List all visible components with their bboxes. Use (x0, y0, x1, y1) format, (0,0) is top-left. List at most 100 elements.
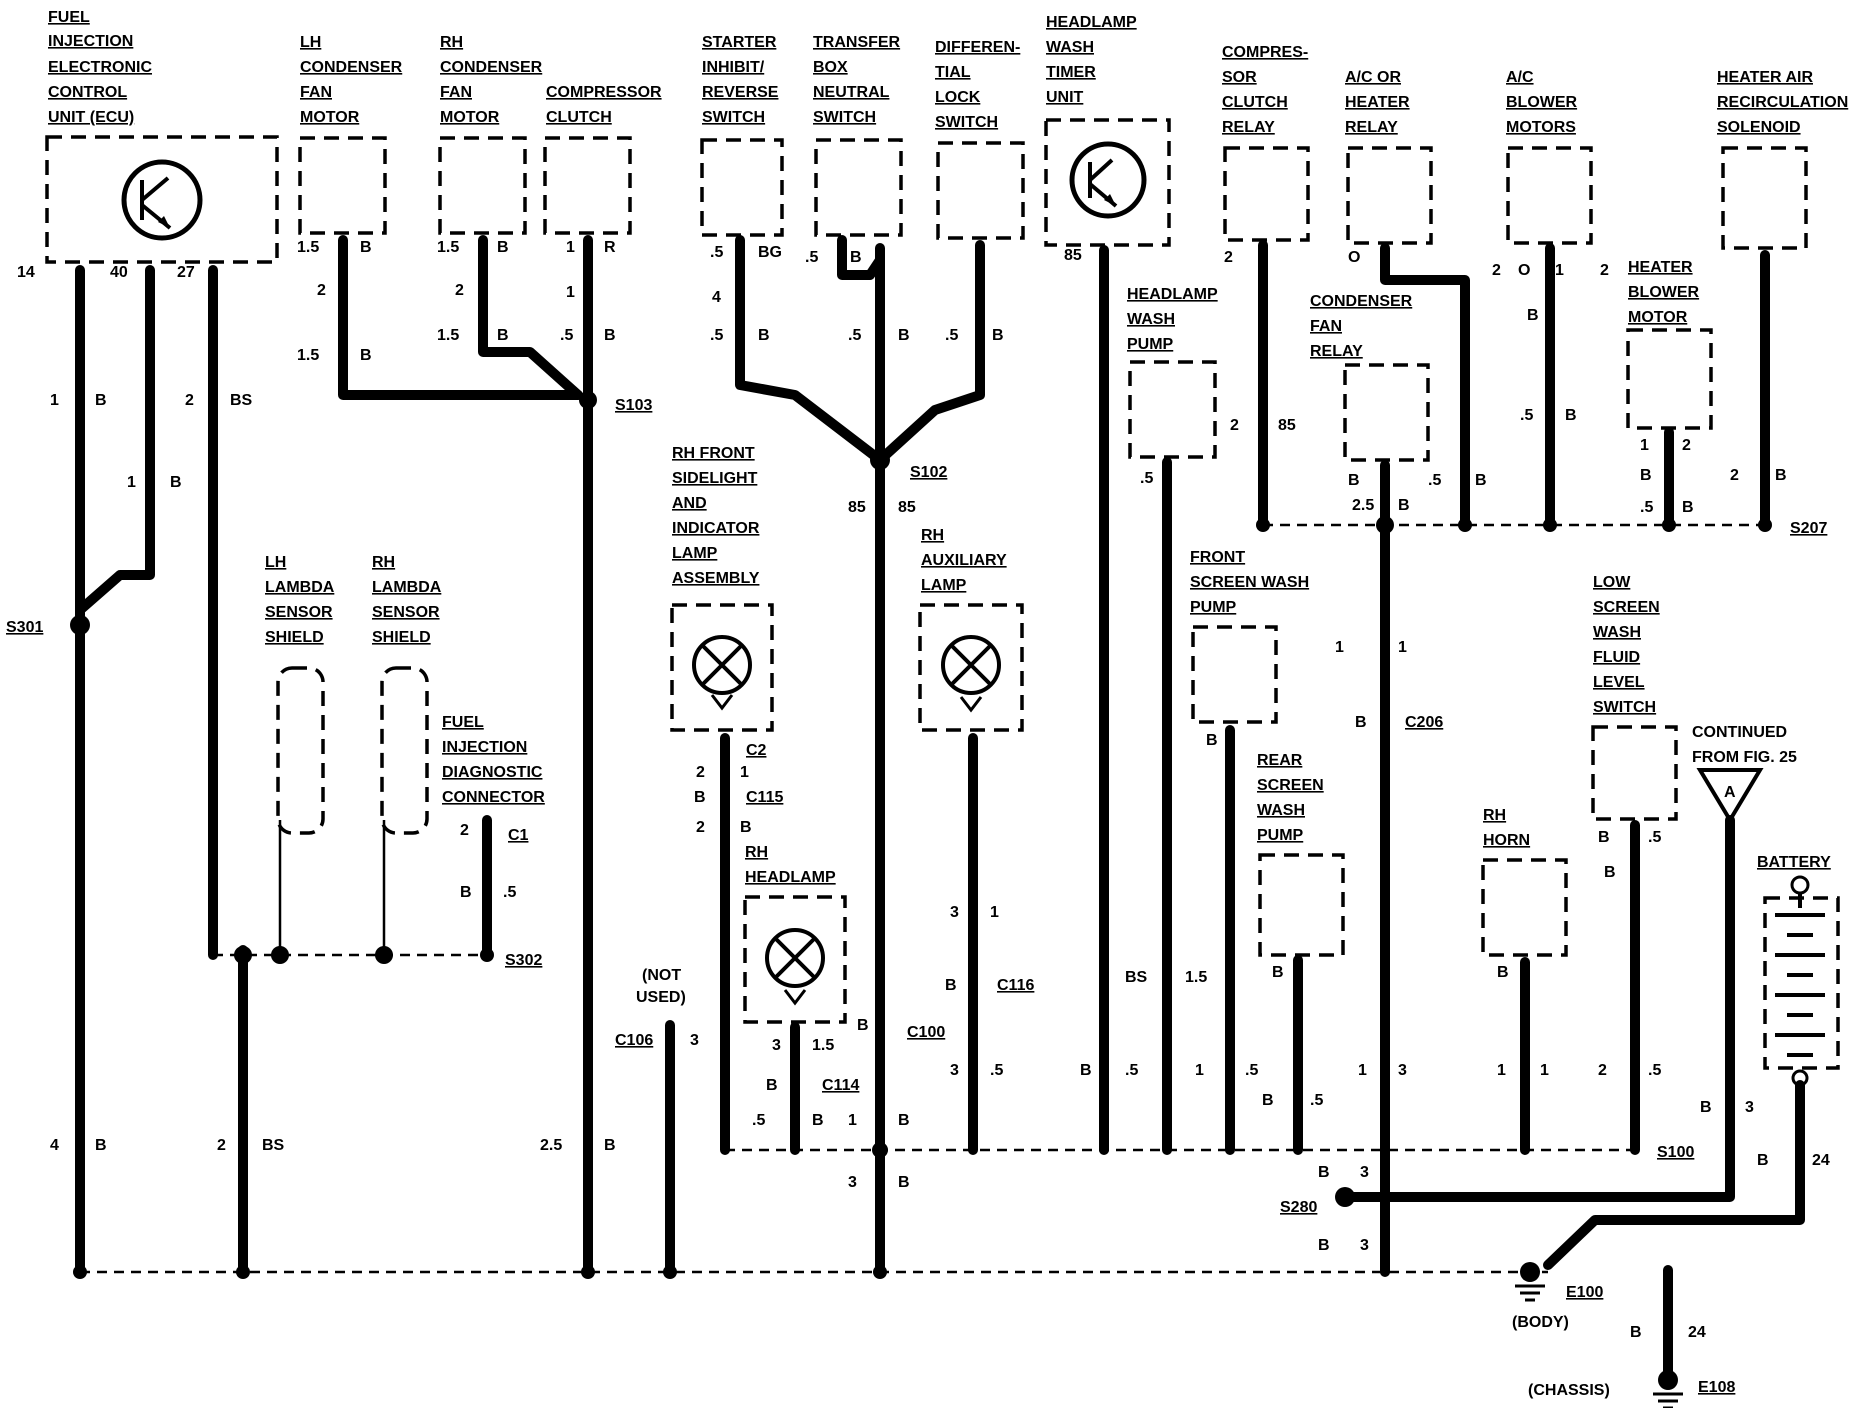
diag-label-1: INJECTION (442, 739, 527, 756)
wire-label: 1 (566, 284, 575, 301)
starter-label-3: SWITCH (702, 109, 765, 126)
wire-label: B (1497, 964, 1509, 981)
wire-label: 3 (1360, 1237, 1369, 1254)
ac-relay-label-1: HEATER (1345, 94, 1410, 111)
wire-label: .5 (1648, 1062, 1661, 1079)
wire-label: 2 (1230, 417, 1239, 434)
ac-relay-label-0: A/C OR (1345, 69, 1401, 86)
horn-label-1: HORN (1483, 832, 1530, 849)
component-labels: FUEL INJECTION ELECTRONIC CONTROL UNIT (… (48, 9, 1848, 1006)
wire-label: 2 (696, 819, 705, 836)
rh-lambda-shield-box (380, 666, 429, 835)
connector-c114: C114 (822, 1077, 859, 1094)
continuation-connector-icon (1696, 768, 1764, 824)
wire-label: O (1518, 262, 1530, 279)
blower-label-0: A/C (1506, 69, 1534, 86)
wire-label: .5 (945, 327, 958, 344)
ground-labels: E100 (BODY) E108 (CHASSIS) (1512, 1284, 1735, 1399)
wire-label: B (1398, 497, 1410, 514)
wire-label: B (766, 1077, 778, 1094)
connector-c2: C2 (746, 742, 767, 759)
lh-cond-label-2: FAN (300, 84, 332, 101)
rh-lambda-label-1: LAMBDA (372, 579, 442, 596)
lh-cond-label-0: LH (300, 34, 321, 51)
lh-cond-label-1: CONDENSER (300, 59, 403, 76)
wire-label: B (604, 1137, 616, 1154)
compressor-clutch-relay-box (1223, 146, 1310, 242)
wire-label: 1 (1358, 1062, 1367, 1079)
wire-label: 24 (1812, 1152, 1830, 1169)
wire-label: 40 (110, 264, 128, 281)
starter-inhibit-switch-box (700, 138, 784, 237)
rh-cond-label-2: FAN (440, 84, 472, 101)
connector-labels: C2 C115 C1 C206 C100 C114 C116 C106 (508, 714, 1443, 1094)
battery-box (1763, 896, 1840, 1070)
wire-label: B (1355, 714, 1367, 731)
connector-c115: C115 (746, 789, 783, 806)
recirc-label-0: HEATER AIR (1717, 69, 1813, 86)
diff-label-3: SWITCH (935, 114, 998, 131)
wire-label: 2 (696, 764, 705, 781)
wire-label: 1 (848, 1112, 857, 1129)
connector-c116: C116 (997, 977, 1034, 994)
wire-label: B (740, 819, 752, 836)
wire-label: B (170, 474, 182, 491)
connector-c206: C206 (1405, 714, 1443, 731)
sidelight-label-2: AND (672, 495, 707, 512)
front-screen-wash-pump-box (1191, 625, 1278, 724)
rh-front-sidelight-box (670, 603, 774, 732)
heater-blower-label-1: BLOWER (1628, 284, 1700, 301)
wire-label: B (898, 327, 910, 344)
wire-label: 3 (772, 1037, 781, 1054)
wire-label: BS (230, 392, 253, 409)
splice-dots (70, 391, 1772, 1279)
wire-label: 1.5 (437, 239, 459, 256)
wire-label: R (604, 239, 616, 256)
wire-label: .5 (1640, 499, 1653, 516)
hlwash-pump-label-0: HEADLAMP (1127, 286, 1218, 303)
wire-label: .5 (710, 327, 723, 344)
wire-label: 3 (848, 1174, 857, 1191)
rear-wash-label-1: SCREEN (1257, 777, 1324, 794)
wire-label: 14 (17, 264, 35, 281)
wire-label: BS (1125, 969, 1148, 986)
heater-blower-motor-box (1626, 328, 1713, 430)
wire-label: 1.5 (812, 1037, 834, 1054)
wire-label: .5 (752, 1112, 765, 1129)
splice-labels: S103 S102 S301 S302 S207 S100 S280 (6, 397, 1827, 1216)
wire-label: 1 (566, 239, 575, 256)
wire-label: B (1682, 499, 1694, 516)
wire-label: BG (758, 244, 782, 261)
cond-relay-label-1: FAN (1310, 318, 1342, 335)
wire-label: 1 (50, 392, 59, 409)
sidelight-label-4: LAMP (672, 545, 718, 562)
wire-label: 2 (217, 1137, 226, 1154)
wire-label: B (1272, 964, 1284, 981)
continued-label-1: FROM FIG. 25 (1692, 749, 1797, 766)
ecu-label-2: ELECTRONIC (48, 59, 152, 76)
wire-label: .5 (1520, 407, 1533, 424)
continuation-letter: A (1724, 784, 1736, 801)
wire-label: 85 (848, 499, 866, 516)
splice-s302: S302 (505, 952, 542, 969)
blower-label-2: MOTORS (1506, 119, 1576, 136)
diag-label-3: CONNECTOR (442, 789, 545, 806)
low-screen-wash-switch-box (1591, 725, 1678, 821)
rh-condenser-fan-motor-box (438, 136, 527, 235)
wire-label: .5 (503, 884, 516, 901)
lh-cond-label-3: MOTOR (300, 109, 360, 126)
wire-label: B (1640, 467, 1652, 484)
wire-label: 2.5 (1352, 497, 1374, 514)
wire-label: .5 (805, 249, 818, 266)
sidelight-label-5: ASSEMBLY (672, 570, 760, 587)
wire-label: .5 (710, 244, 723, 261)
wire-label: B (360, 347, 372, 364)
wire-label: B (992, 327, 1004, 344)
low-wash-label-5: SWITCH (1593, 699, 1656, 716)
wire-label: 1 (1640, 437, 1649, 454)
rh-cond-label-0: RH (440, 34, 463, 51)
horn-label-0: RH (1483, 807, 1506, 824)
ac-heater-relay-box (1346, 146, 1433, 245)
wire-label: 1 (1398, 639, 1407, 656)
wire-label: B (1775, 467, 1787, 484)
